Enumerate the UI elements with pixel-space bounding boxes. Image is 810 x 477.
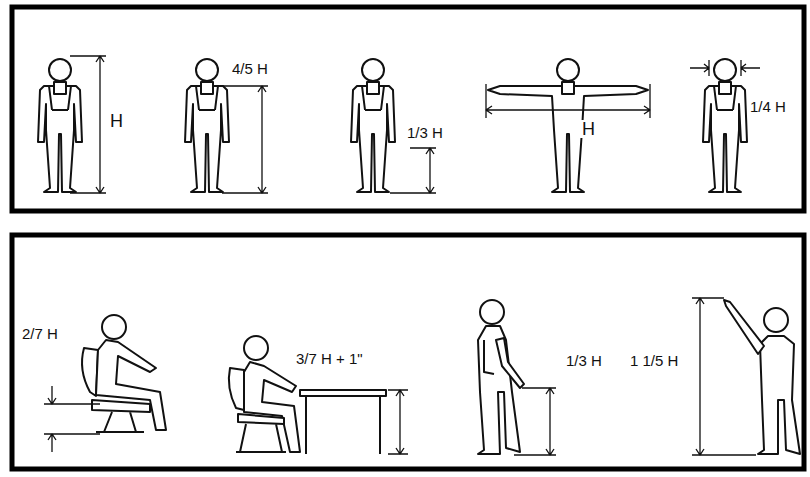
dimension-label: 1/3 H: [564, 352, 604, 370]
dimension-label: 1/3 H: [405, 124, 445, 142]
dimension-label: H: [108, 112, 125, 130]
dimension-label: 4/5 H: [230, 60, 270, 78]
dimension-label: H: [580, 120, 597, 138]
dimension-label: 1/4 H: [748, 98, 788, 116]
dimension-label: 1 1/5 H: [628, 352, 680, 370]
dimension-label: 2/7 H: [20, 325, 60, 343]
dimension-label: 3/7 H + 1": [294, 350, 365, 368]
